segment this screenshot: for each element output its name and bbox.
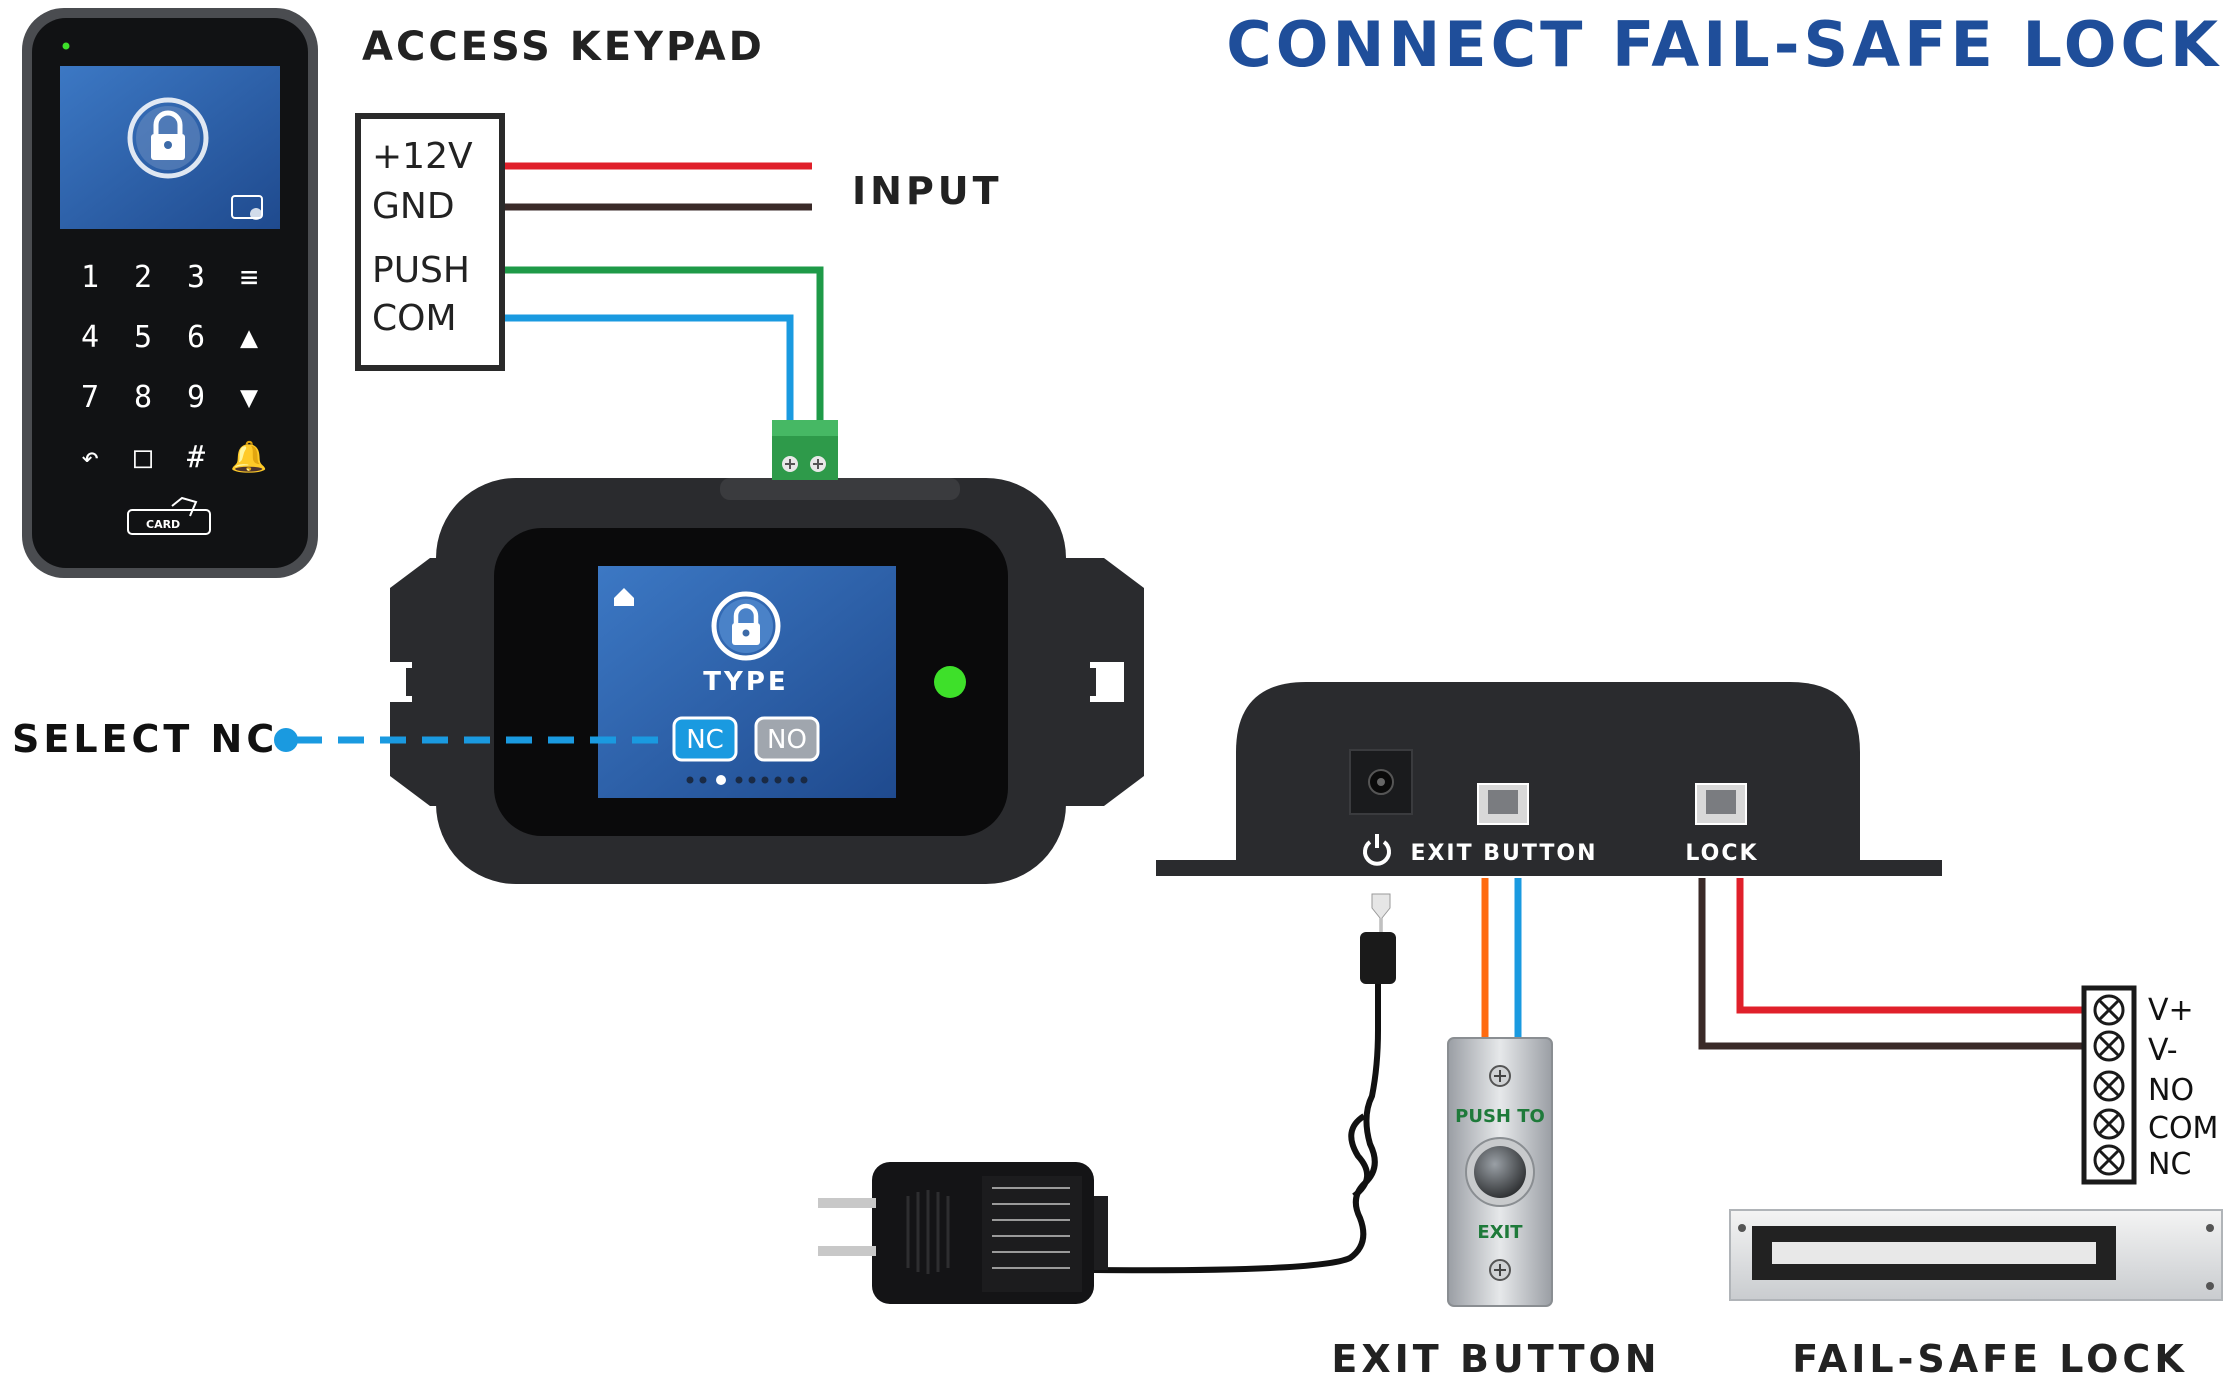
page-indicator-dots xyxy=(686,775,808,785)
option-no-label: NO xyxy=(767,725,807,755)
lock-icon xyxy=(127,97,209,179)
keypad-key[interactable]: 4 xyxy=(81,320,99,355)
lock-port-label: LOCK xyxy=(1685,841,1758,866)
power-adapter xyxy=(818,893,1396,1304)
controller-device: TYPE NC NO xyxy=(378,420,1144,884)
relay-box: EXIT BUTTON LOCK xyxy=(1156,682,1942,876)
wire-lock-red xyxy=(1736,878,2090,1014)
keypad-touch-icon xyxy=(231,195,263,220)
page-title: CONNECT FAIL-SAFE LOCK xyxy=(1226,8,2222,81)
terminal-label-12v: +12V xyxy=(372,136,473,177)
terminal-label-gnd: GND xyxy=(372,186,455,227)
fail-safe-lock-label: FAIL-SAFE LOCK xyxy=(1792,1337,2188,1381)
keypad-key[interactable]: 🔔 xyxy=(230,440,267,475)
lock-terminal-label-com: COM xyxy=(2148,1111,2218,1146)
power-icon xyxy=(1363,834,1391,866)
keypad-key[interactable]: 7 xyxy=(81,380,99,415)
wire-lock-black xyxy=(1698,878,2090,1050)
lock-terminal-strip: V+ V- NO COM NC xyxy=(2081,985,2218,1185)
terminal-block: +12V GND PUSH COM xyxy=(355,113,505,371)
wire-push xyxy=(505,266,824,428)
keypad-key[interactable]: 5 xyxy=(134,320,152,355)
svg-text:CARD: CARD xyxy=(146,518,180,531)
option-nc-button[interactable]: NC xyxy=(672,716,738,762)
keypad-key[interactable]: 2 xyxy=(134,260,152,295)
exit-push-button[interactable]: PUSH TO EXIT xyxy=(1447,1037,1553,1307)
keypad-key[interactable]: # xyxy=(187,440,205,475)
callout-dot xyxy=(274,728,298,752)
keypad-key[interactable]: ▼ xyxy=(240,380,258,415)
exit-port-label: EXIT BUTTON xyxy=(1410,841,1597,866)
keypad-key[interactable]: ↶ xyxy=(81,440,99,475)
exit-button-bottom-text: EXIT xyxy=(1477,1222,1523,1243)
home-icon[interactable] xyxy=(614,588,634,606)
lock-terminal-label-vplus: V+ xyxy=(2148,993,2194,1028)
access-keypad: 1 2 3 ≡ 4 5 6 ▲ 7 8 9 ▼ ↶ □ # 🔔 CARD xyxy=(22,8,318,578)
green-terminal-connector xyxy=(772,420,838,480)
keypad-key[interactable]: □ xyxy=(134,440,152,475)
keypad-key[interactable]: ≡ xyxy=(240,260,258,295)
lock-type-icon xyxy=(711,591,781,661)
card-reader-icon: CARD xyxy=(127,496,211,535)
option-nc-label: NC xyxy=(686,725,724,755)
keypad-status-led xyxy=(62,42,70,50)
select-nc-label: SELECT NC xyxy=(12,717,278,761)
push-button-icon[interactable] xyxy=(1474,1146,1526,1198)
lock-terminal-label-nc: NC xyxy=(2148,1147,2191,1182)
keypad-key[interactable]: 1 xyxy=(81,260,99,295)
terminal-label-com: COM xyxy=(372,298,457,339)
keypad-key[interactable]: 3 xyxy=(187,260,205,295)
keypad-key[interactable]: 9 xyxy=(187,380,205,415)
keypad-key[interactable]: 6 xyxy=(187,320,205,355)
controller-status-led xyxy=(934,666,966,698)
magnetic-lock xyxy=(1729,1209,2223,1301)
screen-type-title: TYPE xyxy=(703,667,788,697)
input-label: INPUT xyxy=(852,169,1003,213)
terminal-label-push: PUSH xyxy=(372,250,470,291)
option-no-button[interactable]: NO xyxy=(754,716,820,762)
lock-terminal-label-no: NO xyxy=(2148,1073,2194,1108)
exit-button-top-text: PUSH TO xyxy=(1455,1106,1545,1127)
keypad-key[interactable]: 8 xyxy=(134,380,152,415)
exit-button-label: EXIT BUTTON xyxy=(1331,1337,1660,1381)
keypad-key[interactable]: ▲ xyxy=(240,320,258,355)
lock-terminal-label-vminus: V- xyxy=(2148,1033,2178,1068)
wire-com xyxy=(505,314,794,428)
keypad-label: ACCESS KEYPAD xyxy=(362,24,765,70)
